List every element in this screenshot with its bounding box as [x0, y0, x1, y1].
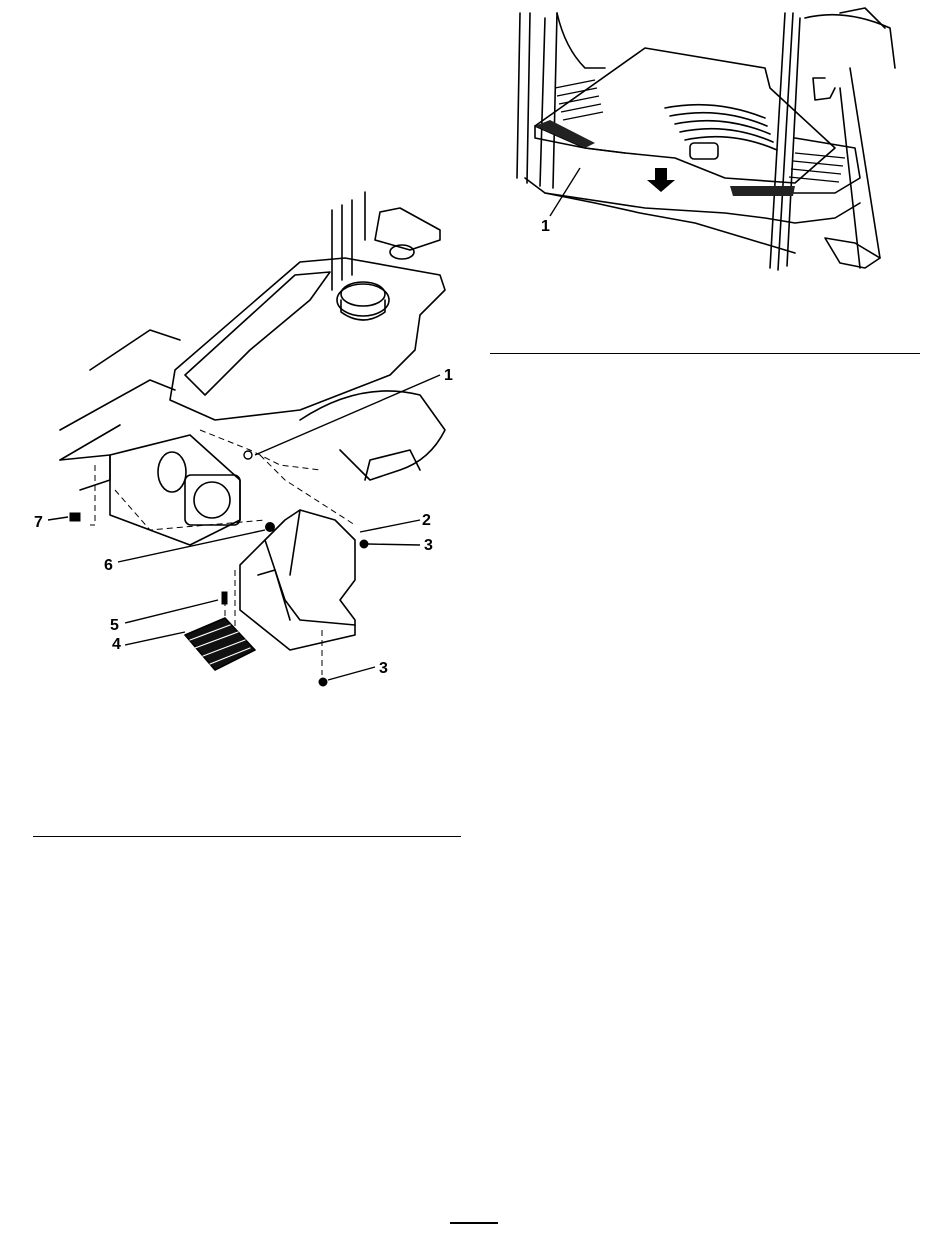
callout-7: 7 [34, 514, 43, 531]
callout-5: 5 [110, 617, 119, 634]
callout-1-right: 1 [541, 218, 550, 235]
callout-2: 2 [422, 512, 431, 529]
callout-3-upper: 3 [424, 537, 433, 554]
callout-3-lower: 3 [379, 660, 388, 677]
figure-right-floor-plate: 1 [495, 8, 915, 278]
callout-1: 1 [444, 367, 453, 384]
arrow-down-icon [647, 168, 675, 192]
callout-4: 4 [112, 636, 121, 653]
figure-right-rule [490, 353, 920, 354]
figure-left-footrest-assembly: 1 2 3 3 4 5 6 7 [0, 180, 470, 700]
figure-left-rule [33, 836, 461, 837]
footer-line [450, 1222, 498, 1224]
callout-6: 6 [104, 557, 113, 574]
